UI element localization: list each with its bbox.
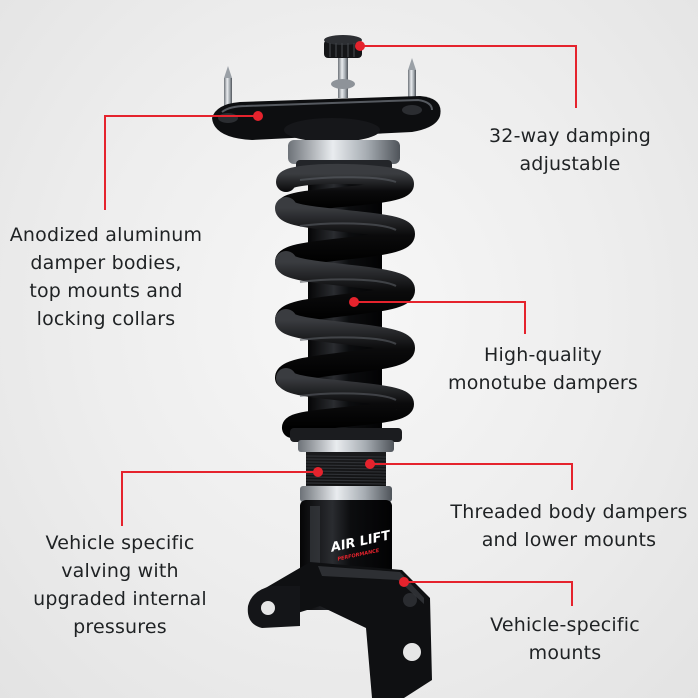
- callout-damping-adjustable: 32-way damping adjustable: [470, 122, 670, 178]
- lower-spring-perch: [290, 428, 402, 452]
- damping-adjuster-knob: [324, 35, 362, 98]
- thread-line: [305, 455, 387, 458]
- callout-text-line: top mounts and: [29, 280, 183, 302]
- callout-text-line: mounts: [528, 642, 602, 664]
- callout-dot-icon: [349, 297, 359, 307]
- callout-vehicle-specific-valving: Vehicle specific valving with upgraded i…: [0, 529, 240, 641]
- knuckle-mount-bracket: [247, 562, 432, 698]
- coil-spring: [275, 164, 416, 438]
- callout-lines: [104, 45, 577, 606]
- top-mount-plate: [212, 96, 441, 142]
- callout-text-line: High-quality: [484, 344, 602, 366]
- callout-dot-icon: [355, 41, 365, 51]
- callout-dot-icon: [365, 459, 375, 469]
- callout-text-line: Anodized aluminum: [9, 224, 203, 246]
- callout-dot-icon: [399, 577, 409, 587]
- callout-text-line: valving with: [61, 560, 179, 582]
- thread-line: [305, 476, 387, 479]
- thread-line: [305, 482, 387, 485]
- callout-text-line: upgraded internal: [33, 588, 207, 610]
- callout-text-line: damper bodies,: [30, 252, 182, 274]
- callout-dot-icon: [313, 467, 323, 477]
- top-mount-studs: [224, 58, 416, 116]
- callout-text-line: adjustable: [519, 153, 621, 175]
- callout-text-line: Threaded body dampers: [450, 501, 688, 523]
- thread-line: [305, 479, 387, 482]
- callout-text-line: Vehicle-specific: [490, 614, 640, 636]
- callout-text-line: and lower mounts: [481, 529, 657, 551]
- callout-dot-icon: [253, 111, 263, 121]
- locking-collar: [300, 486, 392, 502]
- callout-text-line: 32-way damping: [489, 125, 651, 147]
- callout-threaded-body: Threaded body dampers and lower mounts: [440, 498, 698, 554]
- callout-text-line: locking collars: [36, 308, 176, 330]
- callout-vehicle-specific-mounts: Vehicle-specific mounts: [470, 611, 660, 667]
- callout-anodized-aluminum: Anodized aluminum damper bodies, top mou…: [0, 221, 212, 333]
- callout-monotube-dampers: High-quality monotube dampers: [420, 341, 666, 397]
- callout-dots: [253, 41, 409, 587]
- callout-text-line: monotube dampers: [448, 372, 638, 394]
- callout-text-line: Vehicle specific: [45, 532, 195, 554]
- callout-text-line: pressures: [73, 616, 167, 638]
